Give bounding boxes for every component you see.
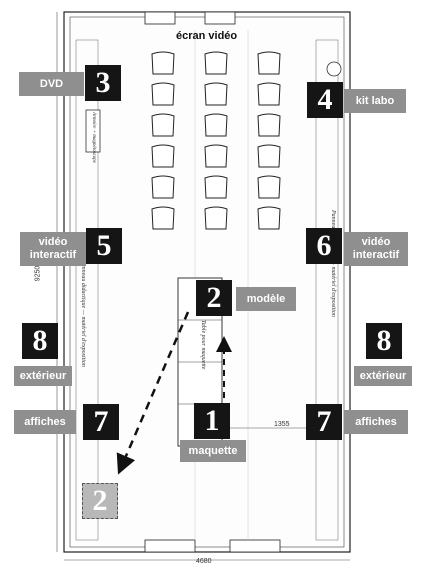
left-wall-text: Panneau didactique — matériel d'expositi…: [80, 260, 86, 367]
seat: [204, 51, 228, 75]
door-bottom-left: [144, 539, 196, 553]
sink-circle: [326, 61, 342, 77]
number-7-right: 7: [306, 404, 342, 440]
seat: [257, 82, 281, 106]
number-7-left: 7: [83, 404, 119, 440]
seat: [151, 82, 175, 106]
number-3: 3: [85, 65, 121, 101]
seat: [204, 175, 228, 199]
label-modele: modèle: [236, 287, 296, 311]
label-affiches-right: affiches: [344, 410, 408, 434]
seat: [151, 175, 175, 199]
seating-area: [151, 51, 281, 230]
label-dvd: DVD: [19, 72, 84, 96]
table-text: Table pour maquette: [200, 320, 206, 370]
seat: [204, 113, 228, 137]
seat: [151, 144, 175, 168]
label-exterieur-right: extérieur: [354, 366, 412, 386]
seat: [257, 144, 281, 168]
number-8-left: 8: [22, 323, 58, 359]
label-kit-labo: kit labo: [344, 89, 406, 113]
seat: [257, 175, 281, 199]
dimension-width: 4680: [196, 558, 212, 565]
right-wall-panel: [315, 39, 339, 541]
number-6: 6: [306, 228, 342, 264]
move-arrow-left: [116, 311, 190, 475]
seat: [257, 206, 281, 230]
label-video-right: vidéo interactif: [344, 232, 408, 266]
number-8-right: 8: [366, 323, 402, 359]
seat: [204, 206, 228, 230]
dimension-offset: 1355: [274, 421, 290, 428]
left-wall-panel: [75, 39, 99, 541]
door-top-right: [204, 11, 236, 25]
label-exterieur-left: extérieur: [14, 366, 72, 386]
seat: [204, 82, 228, 106]
seat: [151, 113, 175, 137]
number-2-top: 2: [196, 280, 232, 316]
seat: [257, 113, 281, 137]
door-top-left: [144, 11, 176, 25]
number-1: 1: [194, 403, 230, 439]
number-4: 4: [307, 82, 343, 118]
seat: [151, 206, 175, 230]
label-video-left: vidéo interactif: [20, 232, 86, 266]
cabinet-text: Armoire + magnétoscope: [91, 112, 96, 163]
seat: [151, 51, 175, 75]
label-affiches-left: affiches: [14, 410, 76, 434]
number-2-ghost: 2: [82, 483, 118, 519]
number-5: 5: [86, 228, 122, 264]
dimension-height: 9250: [34, 265, 42, 282]
door-bottom-right: [229, 539, 281, 553]
label-maquette: maquette: [180, 440, 246, 462]
video-screen-title: écran vidéo: [176, 30, 238, 42]
cabinet: [85, 109, 101, 153]
seat: [257, 51, 281, 75]
seat: [204, 144, 228, 168]
